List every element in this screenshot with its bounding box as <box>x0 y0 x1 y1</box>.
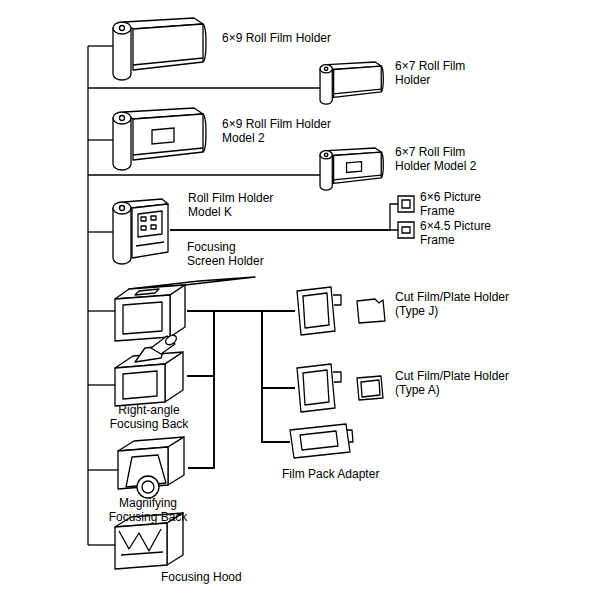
roll-film-holder-icon <box>113 108 206 170</box>
focusing-hood-icon <box>119 529 161 551</box>
roll-film-holder-icon <box>113 199 168 264</box>
cut-film-holder-icon <box>303 293 329 328</box>
trunk-line <box>88 87 320 88</box>
roll-film-holder-icon <box>320 148 383 190</box>
part-label: Cut Film/Plate Holder (Type A) <box>395 370 525 398</box>
cut-film-holder-icon <box>303 370 329 405</box>
trunk-line <box>88 469 118 470</box>
roll-film-holder-icon <box>113 18 206 80</box>
accessory-node: Focusing Hood <box>115 515 187 567</box>
film-pack-adapter-icon <box>290 424 350 458</box>
part-label: 6×4.5 Picture Frame <box>420 220 510 248</box>
roll-film-holder-icon <box>320 148 383 190</box>
right-angle-back-icon <box>115 364 165 406</box>
cut-film-holder-icon <box>357 299 385 323</box>
focusing-screen-holder-icon <box>135 289 159 295</box>
trunk-line <box>88 384 115 385</box>
connector-line <box>187 311 295 388</box>
accessory-node: Magnifying Focusing Back <box>118 437 188 499</box>
accessory-node: Focusing Screen Holder <box>115 285 187 337</box>
connector-line <box>187 311 295 376</box>
accessory-node: 6×4.5 Picture Frame <box>398 222 414 238</box>
trunk-line <box>88 174 320 175</box>
trunk-line <box>88 310 115 311</box>
picture-frame-icon <box>398 222 414 238</box>
cut-film-holder-icon <box>297 287 335 335</box>
focusing-hood-icon <box>115 523 167 569</box>
part-label: Focusing Hood <box>161 571 281 585</box>
focusing-screen-holder-icon <box>170 285 185 337</box>
magnifying-back-icon <box>137 476 159 498</box>
focusing-screen-holder-icon <box>115 277 255 341</box>
right-angle-back-icon <box>165 352 183 402</box>
accessory-node: Cut Film/Plate Holder (Type J) <box>295 287 390 335</box>
accessory-node: 6×9 Roll Film Holder Model 2 <box>110 108 205 170</box>
focusing-screen-holder-icon <box>115 295 170 341</box>
part-label: 6×7 Roll Film Holder <box>395 60 495 88</box>
right-angle-back-icon <box>164 333 178 346</box>
connector-line <box>187 311 290 442</box>
cut-film-holder-icon <box>361 380 380 397</box>
accessory-node: Right-angle Focusing Back <box>115 350 187 402</box>
cut-film-holder-icon <box>357 376 383 400</box>
trunk-line <box>88 139 113 140</box>
accessory-node: 6×7 Roll Film Holder Model 2 <box>318 148 384 192</box>
roll-film-holder-icon <box>347 162 362 173</box>
accessory-node: 6×6 Picture Frame <box>398 196 414 212</box>
cut-film-holder-icon <box>333 295 341 305</box>
picture-frame-icon <box>398 196 414 212</box>
focusing-screen-holder-icon <box>123 302 162 334</box>
roll-film-holder-icon <box>113 18 206 80</box>
roll-film-holder-icon <box>152 128 174 144</box>
cut-film-holder-icon <box>297 364 383 412</box>
trunk-line <box>88 45 113 46</box>
right-angle-back-icon <box>115 333 183 406</box>
accessory-node: Roll Film Holder Model K <box>110 198 170 264</box>
trunk-line <box>88 544 115 545</box>
connector-line <box>188 311 295 468</box>
cut-film-holder-icon <box>297 287 385 335</box>
cut-film-holder-icon <box>297 364 335 412</box>
part-label: Right-angle Focusing Back <box>99 404 199 432</box>
roll-film-holder-icon <box>320 62 383 104</box>
part-label: Film Pack Adapter <box>282 468 412 482</box>
part-label: Cut Film/Plate Holder (Type J) <box>395 291 525 319</box>
accessory-node: 6×9 Roll Film Holder <box>110 18 205 80</box>
accessory-node: Cut Film/Plate Holder (Type A) <box>295 364 390 412</box>
right-angle-back-icon <box>123 371 157 399</box>
part-label: 6×7 Roll Film Holder Model 2 <box>395 146 500 174</box>
picture-frame-icon <box>402 227 410 233</box>
connector-line <box>188 311 295 468</box>
magnifying-back-icon <box>118 437 184 498</box>
connector-line <box>188 311 290 468</box>
magnifying-back-icon <box>142 481 154 493</box>
part-label: 6×6 Picture Frame <box>420 191 500 219</box>
accessory-node: 6×7 Roll Film Holder <box>318 62 384 106</box>
roll-film-holder-icon <box>113 199 168 264</box>
part-label: 6×9 Roll Film Holder Model 2 <box>222 118 362 146</box>
part-label: Roll Film Holder Model K <box>188 192 298 220</box>
picture-frame-icon <box>398 196 414 238</box>
film-pack-adapter-icon <box>346 430 353 442</box>
magnifying-back-icon <box>168 437 184 485</box>
roll-film-holder-icon <box>320 62 383 104</box>
connector-line <box>187 310 295 311</box>
part-label: 6×9 Roll Film Holder <box>222 32 372 46</box>
connector-line <box>170 229 398 230</box>
accessory-node: Film Pack Adapter <box>290 424 352 460</box>
film-pack-adapter-icon <box>290 424 353 458</box>
focusing-hood-icon <box>121 552 163 555</box>
part-label: Focusing Screen Holder <box>187 241 273 269</box>
roll-film-holder-icon <box>113 108 206 170</box>
film-pack-adapter-icon <box>300 431 338 450</box>
connector-line <box>187 311 290 442</box>
trunk-line <box>88 231 113 232</box>
part-label: Magnifying Focusing Back <box>98 497 198 525</box>
cut-film-holder-icon <box>333 372 341 382</box>
connector-line <box>187 311 295 388</box>
picture-frame-icon <box>402 200 410 208</box>
